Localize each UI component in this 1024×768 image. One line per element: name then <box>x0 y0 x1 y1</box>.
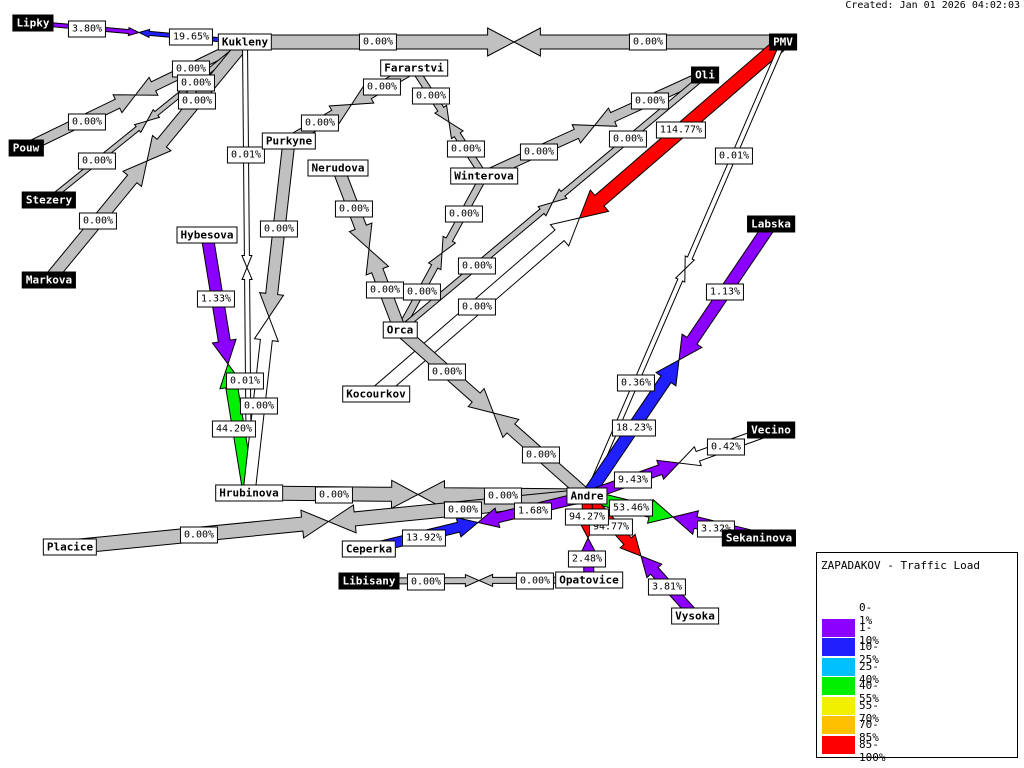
link-load-label: 0.00% <box>239 397 279 415</box>
legend-label: 1-10% <box>859 620 879 647</box>
node-placice[interactable]: Placice <box>42 538 98 556</box>
legend-label: 85-100% <box>859 737 886 764</box>
legend-swatch <box>822 696 855 715</box>
link-load-label: 0.00% <box>77 152 117 170</box>
node-pmv[interactable]: PMV <box>769 33 797 51</box>
link-load-label: 0.00% <box>521 446 561 464</box>
node-vecino[interactable]: Vecino <box>747 421 795 439</box>
link-load-label: 0.00% <box>519 143 559 161</box>
link-load-label: 0.00% <box>608 130 648 148</box>
legend-label: 55-70% <box>859 698 879 725</box>
legend-label: 25-40% <box>859 659 879 686</box>
node-ceperka[interactable]: Ceperka <box>341 540 397 558</box>
legend-swatch <box>822 638 855 656</box>
link-load-label: 0.00% <box>628 33 668 51</box>
link-load-label: 94.27% <box>564 508 610 526</box>
node-orca[interactable]: Orca <box>382 321 418 339</box>
legend-title: ZAPADAKOV - Traffic Load <box>821 559 980 572</box>
link-load-label: 44.20% <box>211 420 257 438</box>
link-load-label: 0.42% <box>706 438 746 456</box>
node-markova[interactable]: Markova <box>21 271 77 289</box>
node-kukleny[interactable]: Kukleny <box>217 33 273 51</box>
link-load-label: 0.00% <box>334 200 374 218</box>
link-load-label: 0.00% <box>402 283 442 301</box>
link-load-label: 19.65% <box>168 28 214 46</box>
link-load-label: 0.01% <box>714 147 754 165</box>
link-load-label: 0.00% <box>406 573 446 591</box>
node-lipky[interactable]: Lipky <box>12 14 54 32</box>
link-load-label: 3.81% <box>647 578 687 596</box>
link-load-label: 3.80% <box>67 20 107 38</box>
node-winterova[interactable]: Winterova <box>450 167 518 185</box>
legend-label: 70-85% <box>859 718 879 744</box>
node-opatovice[interactable]: Opatovice <box>555 571 623 589</box>
node-vysoka[interactable]: Vysoka <box>671 607 719 625</box>
link-load-label: 0.00% <box>457 257 497 275</box>
link-load-label: 0.00% <box>176 74 216 92</box>
node-sekaninova[interactable]: Sekaninova <box>721 529 797 547</box>
node-labska[interactable]: Labska <box>747 215 795 233</box>
link-load-label: 0.01% <box>226 146 266 164</box>
link-load-label: 0.00% <box>358 33 398 51</box>
node-oli[interactable]: Oli <box>691 66 719 84</box>
link-load-label: 0.00% <box>630 92 670 110</box>
node-nerudova[interactable]: Nerudova <box>307 159 369 177</box>
link-load-label: 0.36% <box>616 374 656 392</box>
node-andre[interactable]: Andre <box>566 487 608 505</box>
link-load-label: 9.43% <box>613 471 653 489</box>
node-hybesova[interactable]: Hybesova <box>176 226 238 244</box>
node-kocourkov[interactable]: Kocourkov <box>342 385 410 403</box>
legend-swatch <box>822 599 855 617</box>
legend-label: 40-55% <box>859 679 879 705</box>
link-load-label: 0.00% <box>314 486 354 504</box>
legend-swatch <box>822 618 855 637</box>
link-load-label: 18.23% <box>611 419 657 437</box>
link-load-label: 0.00% <box>515 572 555 590</box>
legend-swatch <box>822 677 855 695</box>
created-timestamp: Created: Jan 01 2026 04:02:03 <box>845 0 1020 11</box>
link-load-label: 114.77% <box>655 121 707 139</box>
link-load-label: 1.33% <box>196 290 236 308</box>
node-pouw[interactable]: Pouw <box>8 139 44 157</box>
legend-swatch <box>822 716 855 734</box>
link-load-label: 2.48% <box>567 550 607 568</box>
link-load-label: 0.00% <box>457 298 497 316</box>
link-load-label: 0.00% <box>78 212 118 230</box>
legend-label: 10-25% <box>859 640 879 666</box>
node-libisany[interactable]: Libisany <box>338 572 400 590</box>
link-load-label: 0.00% <box>179 526 219 544</box>
link-load-label: 0.00% <box>446 140 486 158</box>
link-load-label: 0.00% <box>300 114 340 132</box>
link-load-label: 0.00% <box>444 205 484 223</box>
link-load-label: 0.00% <box>443 501 483 519</box>
node-hrubinova[interactable]: Hrubinova <box>215 484 283 502</box>
link-load-label: 0.00% <box>483 487 523 505</box>
node-stezery[interactable]: Stezery <box>21 191 77 209</box>
link-load-label: 0.00% <box>177 92 217 110</box>
link-load-label: 1.13% <box>705 283 745 301</box>
legend: ZAPADAKOV - Traffic Load 0-1%1-10%10-25%… <box>816 552 1018 764</box>
link-load-label: 0.00% <box>362 78 402 96</box>
link-load-label: 0.00% <box>67 113 107 131</box>
link-load-label: 1.68% <box>513 502 553 520</box>
link-load-label: 0.00% <box>365 281 405 299</box>
node-purkyne[interactable]: Purkyne <box>261 132 317 150</box>
legend-swatch <box>822 657 855 676</box>
link-load-label: 0.00% <box>259 220 299 238</box>
node-fararstvi[interactable]: Fararstvi <box>380 59 448 77</box>
link-load-label: 53.46% <box>608 499 654 517</box>
link-load-label: 13.92% <box>401 529 447 547</box>
link-load-label: 0.00% <box>411 87 451 105</box>
link-load-label: 0.00% <box>427 363 467 381</box>
link-load-label: 0.01% <box>225 372 265 390</box>
legend-label: 0-1% <box>859 601 873 627</box>
legend-swatch <box>822 735 855 754</box>
